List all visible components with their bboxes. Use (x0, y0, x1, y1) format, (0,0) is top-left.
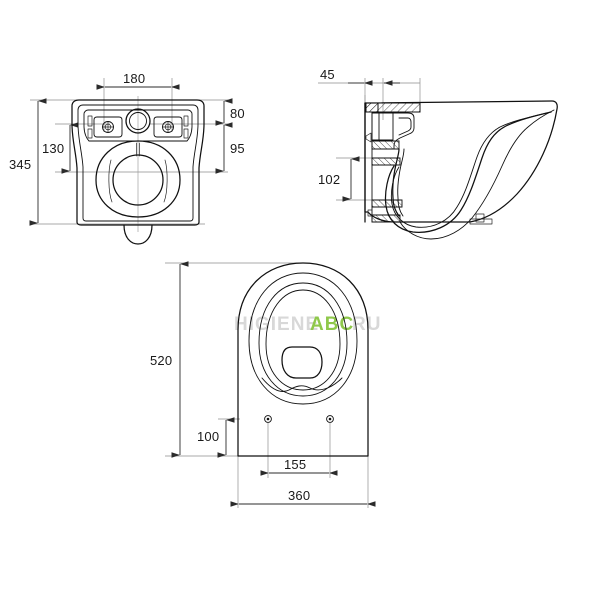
plan-bowl-opening (265, 289, 341, 391)
rear-notch-left-lower (87, 128, 93, 139)
side-bowl-foot-right-2 (469, 218, 493, 225)
dimension-45-label: 45 (320, 67, 335, 82)
watermark-accent: ABC (310, 314, 354, 335)
dimension-345-label: 345 (9, 157, 31, 172)
dimension-360-label: 360 (288, 488, 310, 503)
plan-seat-ring-outer (248, 272, 358, 405)
plan-mount-hole-left (264, 415, 272, 423)
rear-body-inner-outline (77, 104, 199, 222)
dimension-345: 345 (9, 98, 47, 226)
side-top-rim-hatch-2 (365, 102, 379, 113)
watermark-suffix: RU (352, 314, 381, 335)
dimension-95-label: 95 (230, 141, 245, 156)
plan-front-scallop (261, 377, 343, 392)
rear-bowl-shade-right (163, 159, 168, 203)
rear-bowl-shade-left (108, 159, 113, 203)
side-flush-channel-inner (398, 117, 412, 136)
side-flush-channel (392, 112, 415, 150)
rear-bowl-inner-circle (112, 154, 164, 206)
rear-notch-left-upper (87, 115, 93, 127)
dimension-155: 155 (260, 457, 338, 476)
rear-outlet-collar-outer (125, 108, 151, 134)
rear-bolt-boss-left (93, 116, 123, 138)
dimension-130-label: 130 (42, 141, 64, 156)
rear-bottom-outlet-dome (123, 224, 153, 245)
side-foot-hatch (371, 214, 401, 223)
side-trap-outer (384, 111, 552, 233)
plan-mount-hole-right (326, 415, 334, 423)
dimension-100: 100 (197, 417, 235, 458)
watermark-prefix: HIGIENE (234, 314, 319, 335)
dimension-102-label: 102 (318, 172, 340, 187)
dimension-130: 130 (42, 122, 79, 174)
plan-outer-outline (237, 262, 369, 457)
rear-upper-recess (83, 109, 193, 142)
side-section-view: 45 102 (318, 67, 558, 240)
rear-bowl-bulge (95, 140, 181, 218)
dimension-45: 45 (320, 67, 400, 86)
plan-extension-lines (165, 262, 369, 508)
dimension-100-label: 100 (197, 429, 219, 444)
dimension-360: 360 (230, 488, 376, 507)
plan-view: 520 100 155 360 (150, 261, 376, 508)
rear-notch-right-lower (183, 128, 189, 139)
side-shelf-hatch-lower (371, 199, 403, 208)
rear-outlet-collar-inner (129, 112, 147, 130)
dimension-520-label: 520 (150, 353, 172, 368)
rear-notch-right-upper (183, 115, 189, 127)
dimension-180-label: 180 (123, 71, 145, 86)
side-underside-outer (399, 109, 555, 240)
dimension-80: 80 (215, 98, 245, 126)
dimension-180: 180 (96, 71, 180, 90)
dimension-102: 102 (318, 156, 360, 202)
side-shelf-hatch-mid (371, 157, 401, 166)
plan-flush-aperture (281, 346, 323, 379)
side-keyhole-notch (365, 132, 372, 143)
watermark: HIGIENE ABC RU (234, 314, 381, 335)
plan-seat-ring-inner (258, 282, 348, 397)
rear-elevation-view: 345 130 180 80 95 (9, 71, 245, 245)
rear-body-outline (71, 99, 205, 226)
side-foot-notch (367, 209, 373, 217)
dimension-80-label: 80 (230, 106, 245, 121)
dimension-520: 520 (150, 261, 189, 458)
rear-bolt-boss-right (153, 116, 183, 138)
side-extension-lines (318, 78, 421, 215)
dimension-95: 95 (215, 122, 245, 174)
side-back-recess (371, 112, 394, 141)
dimension-155-label: 155 (284, 457, 306, 472)
side-inner-bowl-surface-2 (397, 148, 405, 217)
side-trap-inner (390, 112, 548, 228)
